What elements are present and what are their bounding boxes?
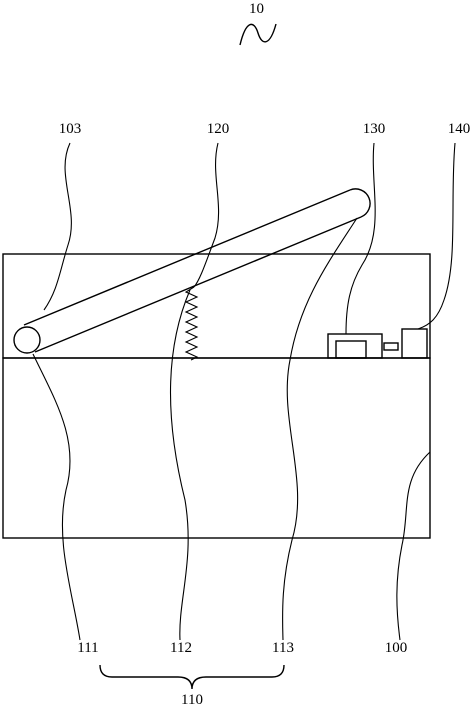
label-111: 111 — [77, 640, 98, 656]
leader-103 — [43, 142, 72, 311]
lever-arm — [23, 188, 371, 353]
leader-113 — [282, 217, 358, 641]
leader-111 — [32, 353, 81, 641]
label-113: 113 — [272, 640, 294, 656]
leader-100 — [396, 451, 431, 641]
label-110: 110 — [181, 692, 203, 706]
leader-120 — [193, 142, 220, 288]
assembly-tilde — [239, 23, 277, 46]
switch-assembly — [327, 328, 428, 359]
pivot-circle — [13, 326, 41, 354]
label-112: 112 — [170, 640, 192, 656]
spring-zigzag — [184, 286, 199, 361]
label-120: 120 — [207, 121, 230, 137]
label-100: 100 — [385, 640, 408, 656]
leader-130 — [345, 142, 376, 335]
grouping-brace — [99, 664, 285, 690]
label-130: 130 — [363, 121, 386, 137]
label-140: 140 — [448, 121, 471, 137]
leader-112 — [170, 289, 191, 641]
label-10: 10 — [249, 1, 264, 17]
leader-140 — [417, 142, 456, 330]
housing-lower — [2, 357, 431, 539]
label-103: 103 — [59, 121, 82, 137]
